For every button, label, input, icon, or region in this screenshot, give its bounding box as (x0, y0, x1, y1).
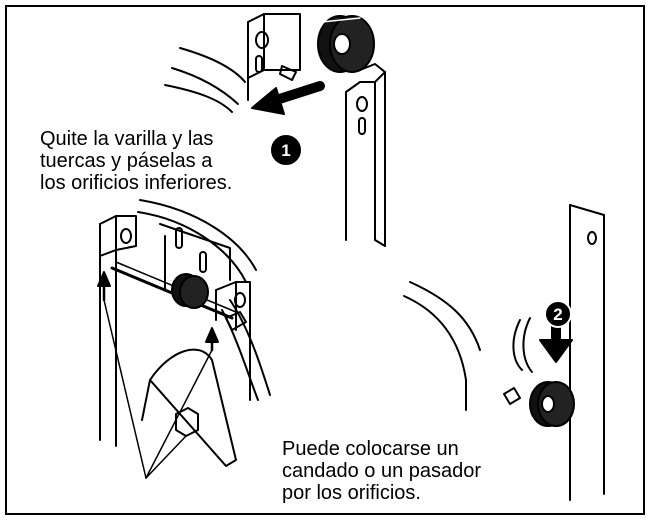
nut-stack-bottom (529, 381, 575, 427)
padlock-note: Puede colocarse un candado o un pasador … (282, 438, 482, 504)
svg-text:2: 2 (553, 305, 562, 324)
step-1-badge: 1 (271, 135, 301, 165)
step-2-badge: 2 (544, 300, 572, 328)
bottom-left-bracket (97, 199, 271, 479)
top-bracket-assembly (164, 13, 386, 247)
step-1-instruction: Quite la varilla y las tuercas y páselas… (40, 128, 233, 194)
bottom-right-bracket: 2 (403, 204, 605, 501)
nut-stack-top (317, 15, 375, 73)
remove-arrow (251, 81, 325, 115)
illustration-frame (5, 5, 645, 515)
svg-text:1: 1 (281, 141, 290, 160)
